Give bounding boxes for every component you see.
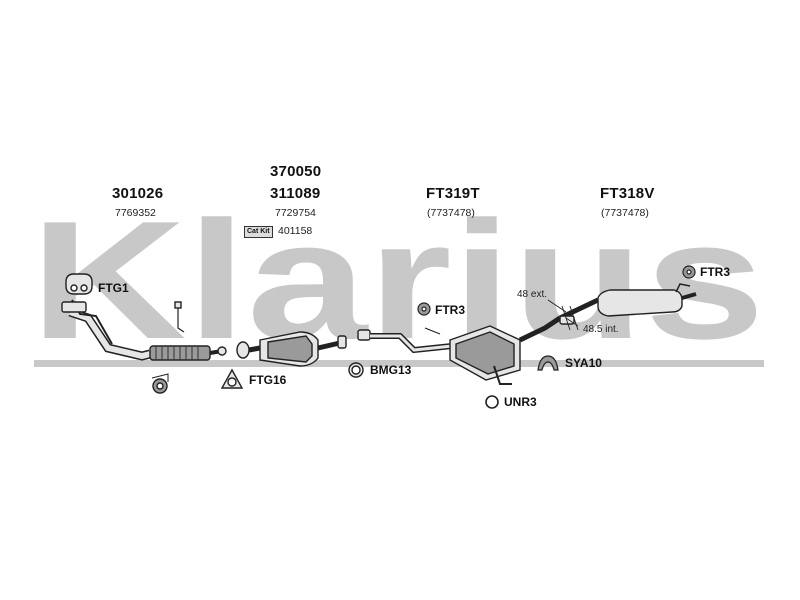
dimension-ext: 48 ext. <box>517 289 548 300</box>
bmg13-ring-icon <box>348 362 364 378</box>
rubber-mount-bracket <box>151 373 169 382</box>
flex-outlet-flange <box>217 346 227 356</box>
dimension-int: 48.5 int. <box>583 324 619 335</box>
ftg1-hole-right <box>80 284 88 292</box>
rear-silencer-box <box>597 289 683 317</box>
label-ftg1: FTG1 <box>98 281 129 295</box>
unr3-ring <box>485 395 499 409</box>
mid-inlet-pipe-inner <box>370 334 453 352</box>
lambda-sensor-wire <box>177 306 185 333</box>
lambda-sensor <box>174 301 182 309</box>
ref-number-ft318v: (7737478) <box>601 207 649 219</box>
sya10-clamp-body <box>537 355 559 371</box>
bmg13-ring-inner <box>351 365 361 375</box>
cat-kit-badge: Cat Kit <box>244 226 273 238</box>
label-ftr3-mid: FTR3 <box>435 303 465 317</box>
ftr3-right-rubber-icon <box>682 265 696 279</box>
mid-hanger <box>493 365 512 385</box>
flex-ribs <box>155 346 199 360</box>
unr3-ring-icon <box>485 395 499 409</box>
ftg1-hole-left <box>70 284 78 292</box>
ftg16-gasket-icon <box>220 368 244 389</box>
centre-silencer-ft319t <box>357 315 562 385</box>
rear-hanger <box>675 283 691 293</box>
part-number-311089: 311089 <box>270 185 321 202</box>
part-number-ft318v: FT318V <box>600 185 655 202</box>
cat-inlet-flange <box>236 341 250 359</box>
label-bmg13: BMG13 <box>370 363 412 377</box>
label-ftr3-right: FTR3 <box>700 265 730 279</box>
watermark-text: Klarius <box>30 186 765 374</box>
rear-silencer-ft318v <box>558 283 697 325</box>
watermark-underline <box>34 360 764 367</box>
ftr3-mid-rubber-icon <box>417 302 431 316</box>
mid-inlet-flange <box>357 329 371 341</box>
part-number-ft319t: FT319T <box>426 185 480 202</box>
label-unr3: UNR3 <box>504 395 537 409</box>
mid-silencer-shield <box>455 331 515 375</box>
ftr3-mid-hole <box>421 306 427 312</box>
watermark-logo: Klarius <box>30 186 765 374</box>
part-number-370050: 370050 <box>270 163 322 180</box>
ftg16-hole <box>227 377 237 387</box>
mid-hanger-top <box>424 327 441 335</box>
ref-number-7769352: 7769352 <box>115 207 156 219</box>
kit-ref-401158: 401158 <box>278 225 313 237</box>
catalyst-311089 <box>236 331 347 367</box>
cat-heatshield <box>267 335 313 363</box>
front-pipe-flange <box>61 301 87 313</box>
ftg1-gasket-body <box>65 273 93 295</box>
rear-inlet-pipe <box>558 297 600 321</box>
front-pipe-301026 <box>61 299 227 394</box>
mid-outlet-pipe <box>518 315 562 343</box>
ftg1-gasket-icon <box>65 273 93 295</box>
rear-tailpipe <box>681 292 697 300</box>
sya10-clamp-icon <box>537 355 559 371</box>
front-pipe-inner <box>69 309 151 360</box>
rubber-mount-hole <box>156 382 164 390</box>
label-sya10: SYA10 <box>565 356 602 370</box>
ref-number-ft319t: (7737478) <box>427 207 475 219</box>
dimension-ticks <box>561 305 579 331</box>
part-number-301026: 301026 <box>112 185 164 202</box>
label-ftg16: FTG16 <box>249 373 287 387</box>
cat-outlet-flange <box>337 335 347 349</box>
ref-number-7729754: 7729754 <box>275 207 316 219</box>
cat-inlet-pipe <box>248 345 261 353</box>
dimension-lines <box>547 299 579 331</box>
ftr3-right-hole <box>686 269 692 275</box>
